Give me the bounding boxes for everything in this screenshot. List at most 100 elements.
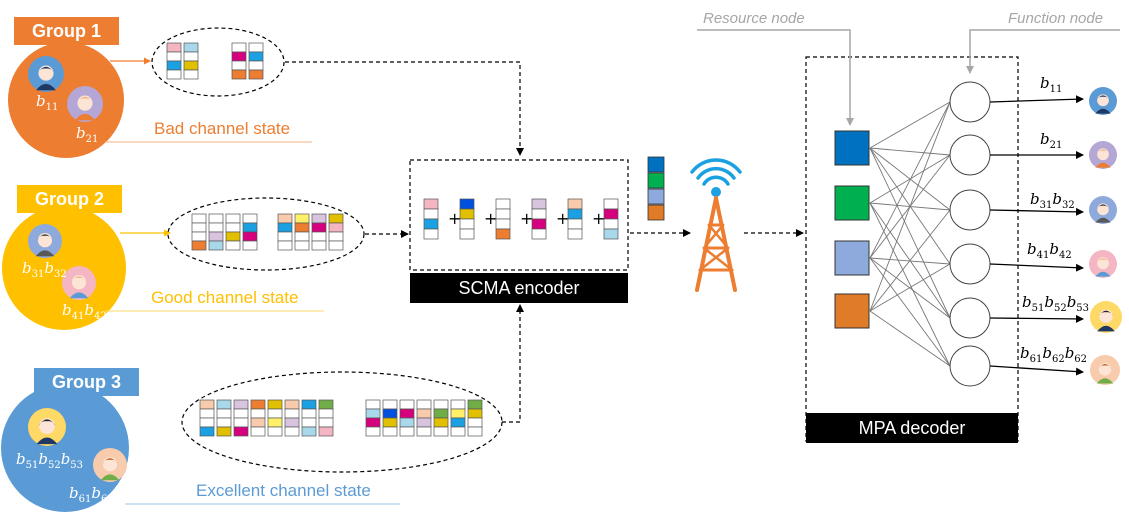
plus-sign: + [448, 209, 461, 228]
user-bit-b41b42: b41b42 [62, 301, 107, 322]
codeword-cell [467, 417, 483, 428]
codeword-cell [567, 208, 583, 220]
codeword-cell [267, 399, 283, 410]
codeword-cell [603, 208, 619, 220]
codeword-cell [399, 417, 415, 428]
codeword-cell [208, 222, 224, 233]
codeword-cell [233, 417, 249, 428]
output-avatar-icon [1090, 301, 1122, 333]
group3-badge: Group 3 [34, 368, 139, 396]
codeword-cell [284, 417, 300, 428]
user-avatar-icon [28, 408, 66, 446]
output-avatar-icon [1090, 355, 1120, 385]
codeword-cell [495, 228, 511, 240]
codeword-cell [166, 42, 182, 53]
codeword-cell [450, 417, 466, 428]
codeword-cell [166, 69, 182, 80]
codeword-cell [216, 408, 232, 419]
transmitted-symbol [647, 156, 665, 173]
codeword-cell [382, 417, 398, 428]
codeword-cell [166, 51, 182, 62]
codeword-cell [233, 408, 249, 419]
codeword-cell [450, 408, 466, 419]
codeword-cell [191, 231, 207, 242]
codeword-cell [399, 408, 415, 419]
resource-node-label: Resource node [703, 10, 805, 27]
codeword-cell [267, 408, 283, 419]
g1-to-encoder-line [285, 61, 524, 156]
codeword-cell [208, 213, 224, 224]
function-node [949, 134, 991, 176]
codeword-cell [603, 198, 619, 210]
g3-codeword [284, 399, 300, 437]
factor-graph-edge [869, 147, 951, 156]
codeword-cell [208, 240, 224, 251]
group1-circle [8, 42, 124, 158]
codeword-cell [423, 198, 439, 210]
antenna-tower-icon [690, 158, 742, 292]
codeword-cell [423, 228, 439, 240]
codeword-cell [433, 408, 449, 419]
codeword-cell [399, 426, 415, 437]
codeword-cell [294, 213, 310, 224]
codeword-cell [311, 240, 327, 251]
codeword-cell [450, 399, 466, 410]
codeword-cell [250, 399, 266, 410]
codeword-cell [450, 426, 466, 437]
codeword-cell [318, 417, 334, 428]
codeword-cell [242, 213, 258, 224]
codeword-cell [467, 399, 483, 410]
codeword-cell [199, 417, 215, 428]
codeword-cell [603, 218, 619, 230]
codeword-cell [416, 408, 432, 419]
codeword-cell [433, 426, 449, 437]
scma-encoder-label: SCMA encoder [410, 273, 628, 303]
user-bit-b11: b11 [36, 92, 59, 113]
output-label-5: b61b62b62 [1020, 344, 1088, 365]
encoder-codeword [531, 198, 547, 240]
group2-codebook-ellipse [167, 197, 365, 271]
codeword-cell [301, 417, 317, 428]
codeword-cell [328, 222, 344, 233]
codeword-cell [328, 240, 344, 251]
g2-codeword [294, 213, 310, 251]
codeword-cell [248, 60, 264, 71]
codeword-cell [365, 417, 381, 428]
g3-codeword [250, 399, 266, 437]
codeword-cell [459, 228, 475, 240]
group3-state-label: Excellent channel state [196, 481, 371, 500]
factor-graph-edge [869, 147, 951, 319]
codeword-cell [416, 426, 432, 437]
codeword-cell [191, 240, 207, 251]
user-avatar-icon [67, 86, 103, 122]
codeword-cell [603, 228, 619, 240]
codeword-cell [191, 222, 207, 233]
codeword-cell [495, 218, 511, 230]
g3-codeword [450, 399, 466, 437]
codeword-cell [467, 426, 483, 437]
plus-sign: + [592, 209, 605, 228]
output-avatar-icon [1089, 250, 1117, 278]
g3-codeword [467, 399, 483, 437]
g1-codeword [231, 42, 247, 80]
codeword-cell [495, 208, 511, 220]
g2-codeword [311, 213, 327, 251]
function-node-label: Function node [1008, 10, 1104, 27]
codeword-cell [225, 240, 241, 251]
g3-to-encoder-line [502, 304, 524, 423]
output-label-4: b51b52b53 [1022, 293, 1090, 314]
g3-codeword [267, 399, 283, 437]
codeword-cell [467, 408, 483, 419]
codeword-cell [416, 399, 432, 410]
output-avatar-icon [1089, 87, 1117, 115]
function-node [949, 81, 991, 123]
transmitted-symbol [647, 172, 665, 189]
g3-codeword [416, 399, 432, 437]
output-label-3: b41b42 [1027, 240, 1072, 261]
factor-graph-edge [869, 209, 951, 312]
codeword-cell [248, 42, 264, 53]
codeword-cell [294, 222, 310, 233]
g3-codeword [365, 399, 381, 437]
group1-codebook-ellipse [151, 27, 285, 97]
g3-codeword [199, 399, 215, 437]
